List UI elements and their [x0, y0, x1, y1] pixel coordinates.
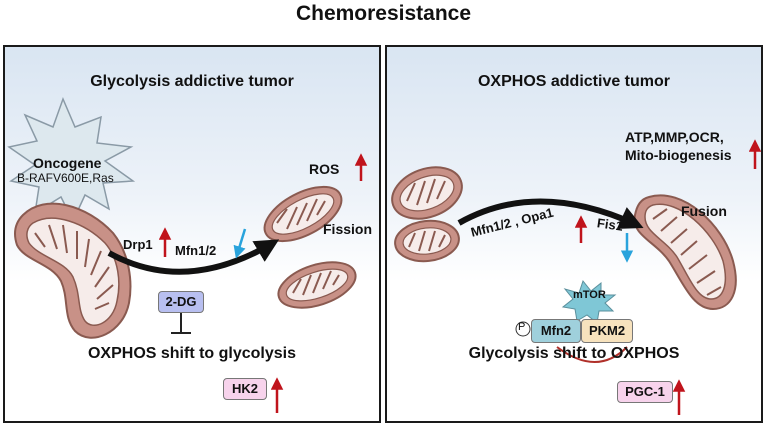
glycolysis-artwork: [7, 96, 368, 413]
process-arrow: [107, 239, 280, 275]
drp1-label: Drp1: [123, 237, 153, 252]
metrics-line1: ATP,MMP,OCR,: [625, 129, 724, 145]
panel-glycolysis: Glycolysis addictive tumor: [3, 45, 381, 423]
hk2-marker-box: HK2: [223, 378, 267, 400]
mitochondrion-fission-bottom: [277, 261, 357, 309]
metrics-line2: Mito-biogenesis: [625, 147, 732, 163]
left-shift-label: OXPHOS shift to glycolysis: [87, 345, 297, 362]
process-arrow: [457, 198, 644, 229]
fission-label: Fission: [323, 221, 373, 237]
oncogene-label: Oncogene: [33, 155, 102, 171]
mitochondrion-large: [14, 202, 132, 339]
oxphos-artwork: [391, 139, 761, 415]
pgc1-marker-box: PGC-1: [617, 381, 673, 403]
right-shift-label: Glycolysis shift to OXPHOS: [468, 345, 680, 362]
pkm2-box: PKM2: [581, 319, 633, 343]
inhibitor-2dg-box: 2-DG: [158, 291, 204, 313]
mitochondrion-small-top: [391, 166, 463, 220]
mitochondrion-fission-top: [263, 185, 343, 243]
fusion-label: Fusion: [681, 203, 727, 219]
figure-title: Chemoresistance: [295, 2, 472, 25]
mitochondrion-small-bottom: [394, 219, 460, 263]
phospho-label: P: [518, 321, 526, 333]
mfn2-box: Mfn2: [531, 319, 581, 343]
mtor-label: mTOR: [573, 289, 606, 301]
interaction-curve: [556, 346, 628, 363]
mtor-star: [561, 279, 617, 324]
mfn-down-arrow: [233, 228, 247, 259]
ros-label: ROS: [309, 161, 340, 177]
panel-title-glycolysis: Glycolysis addictive tumor: [90, 73, 294, 90]
oncogene-detail: B-RAFV600E,Ras: [17, 171, 114, 185]
panel-oxphos: OXPHOS addictive tumor: [385, 45, 763, 423]
panel-title-oxphos: OXPHOS addictive tumor: [477, 73, 671, 90]
mfn-label: Mfn1/2: [175, 243, 217, 258]
phospho-circle: [515, 321, 531, 337]
